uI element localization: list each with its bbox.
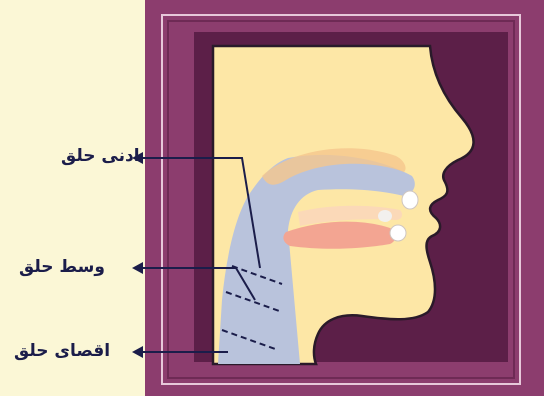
lower-tooth [390, 225, 406, 241]
label-upper-throat: ادنی حلق [61, 146, 140, 166]
label-lower-throat: اقصای حلق [14, 341, 110, 361]
arrowhead-middle [132, 262, 143, 274]
arrowhead-lower [132, 346, 143, 358]
molar [378, 210, 392, 222]
upper-tooth [402, 191, 418, 209]
label-middle-throat: وسط حلق [19, 257, 105, 277]
